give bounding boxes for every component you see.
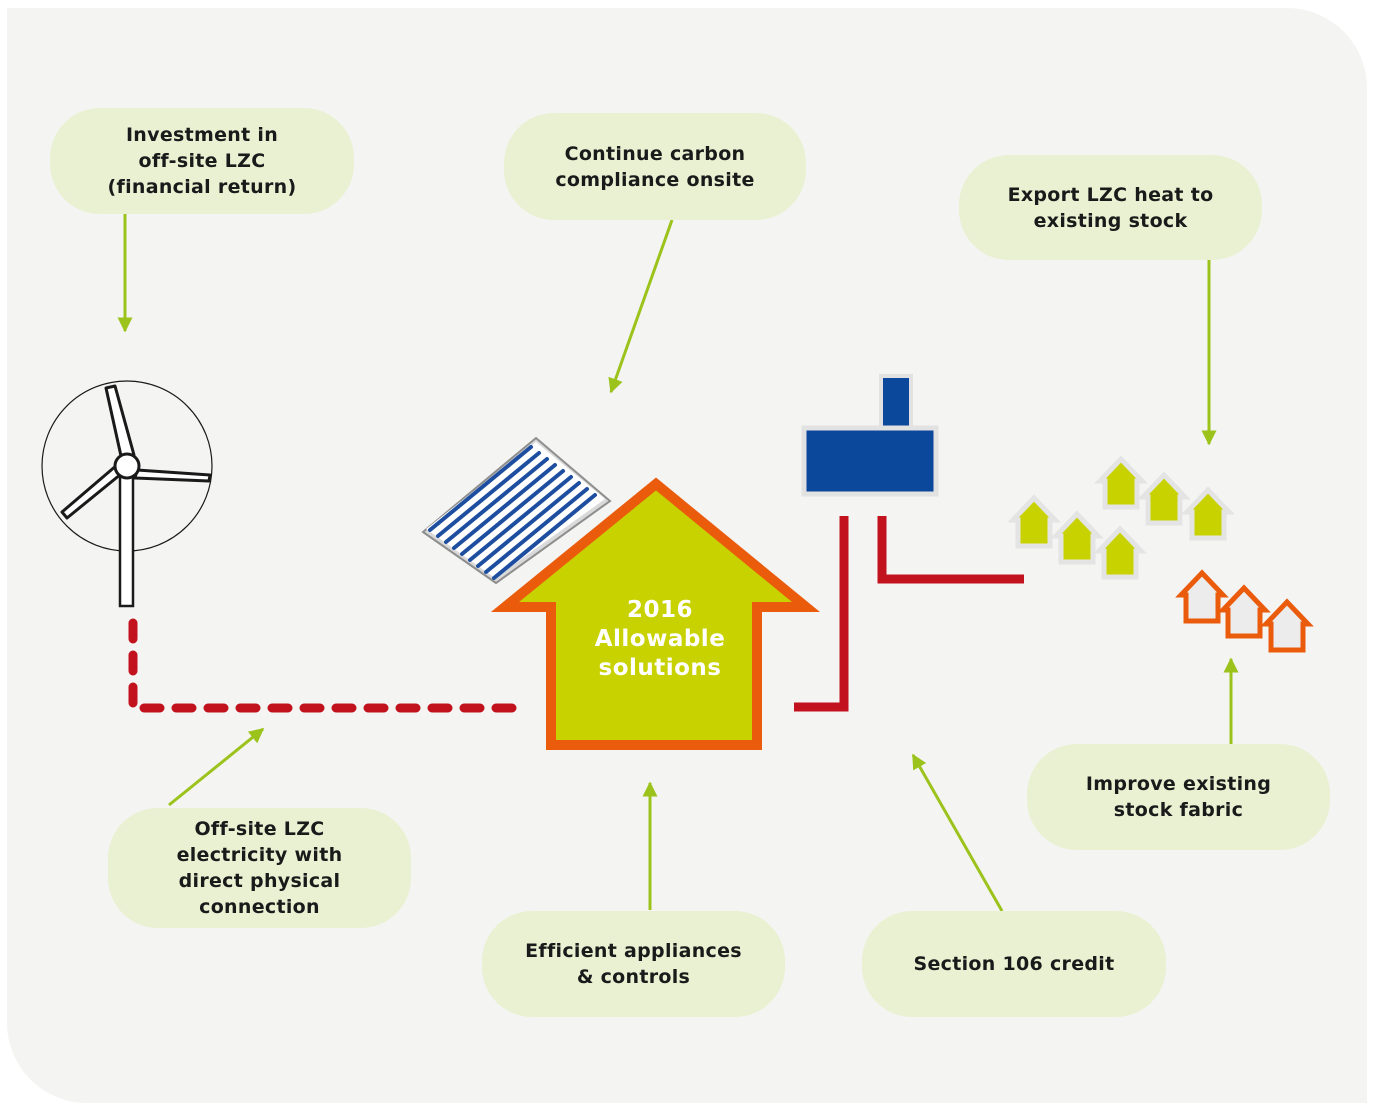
improved-stock-houses (1181, 573, 1308, 650)
house-label: 2016 Allowable solutions (594, 597, 726, 681)
section106-bubble: Section 106 credit (862, 911, 1166, 1017)
arrow-offsite (168, 727, 265, 807)
heat-pipes (794, 516, 1024, 712)
arrow-carbon (608, 219, 674, 394)
existing-stock-houses (1013, 459, 1229, 577)
investment-bubble: Investment in off-site LZC (financial re… (50, 108, 354, 214)
export-heat-bubble: Export LZC heat to existing stock (959, 155, 1262, 260)
carbon-compliance-bubble: Continue carbon compliance onsite (504, 113, 806, 220)
improve-stock-bubble: Improve existing stock fabric (1027, 744, 1330, 850)
diagram-graphics (41, 214, 1367, 912)
solar-panel-icon (421, 436, 612, 585)
offsite-electricity-bubble: Off-site LZC electricity with direct phy… (108, 808, 411, 928)
house-icon (490, 477, 820, 750)
wind-turbine-icon (41, 380, 213, 608)
offsite-cable (128, 618, 517, 713)
efficient-appliances-bubble: Efficient appliances & controls (482, 911, 785, 1017)
arrow-section106 (911, 753, 1004, 912)
boiler-icon (801, 374, 939, 497)
diagram-canvas: 2016 Allowable solutions Investment in o… (7, 8, 1367, 1103)
